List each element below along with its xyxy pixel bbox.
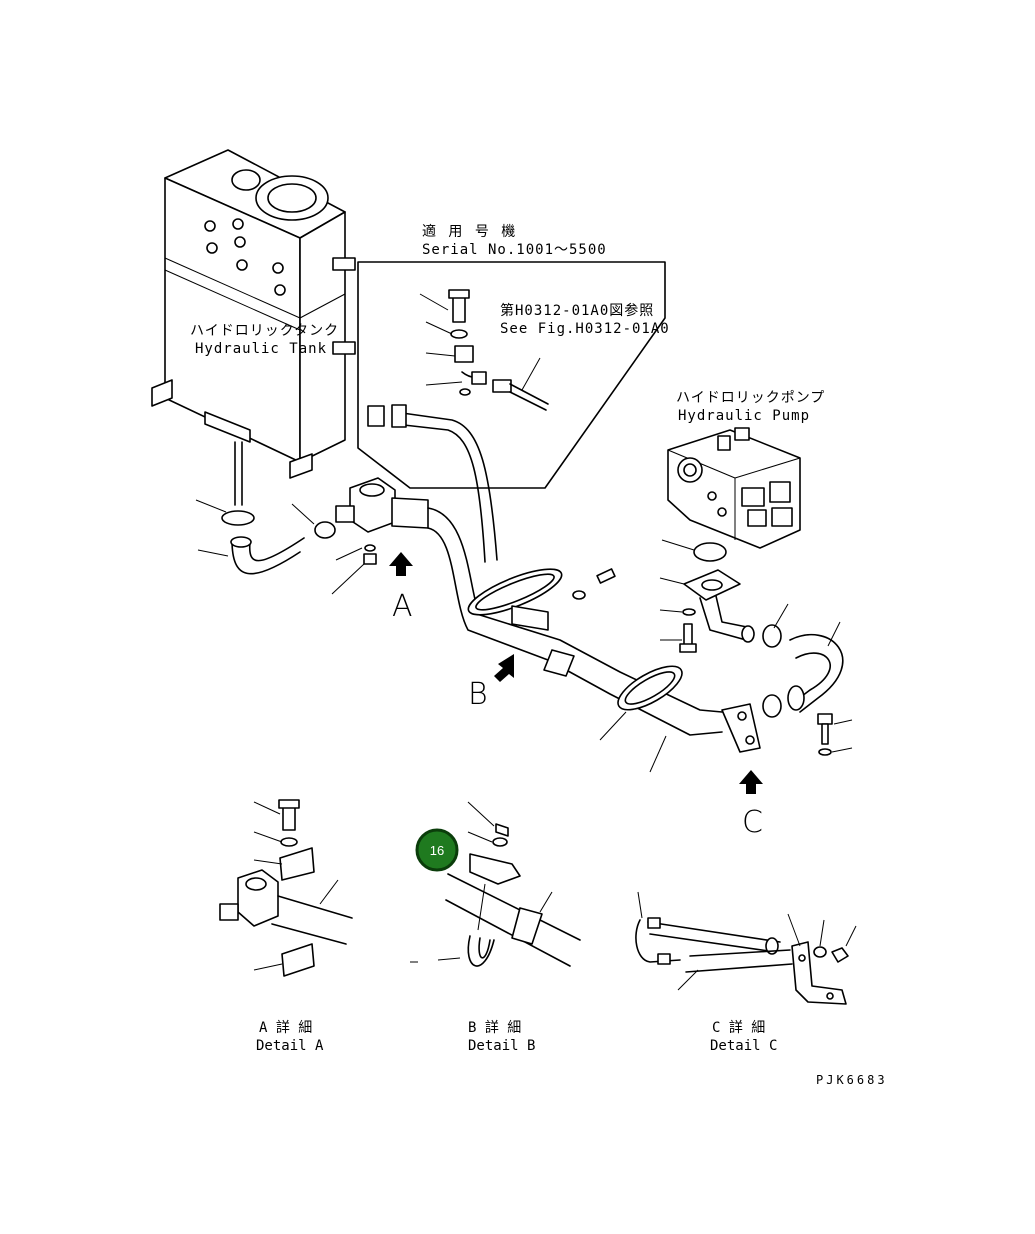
detail-b-label-en: Detail B	[468, 1038, 535, 1054]
detail-c-label-en: Detail C	[710, 1038, 777, 1054]
view-c-letter: C	[742, 805, 763, 840]
view-c-arrow	[739, 770, 763, 794]
pump-label-en: Hydraulic Pump	[678, 408, 810, 424]
view-b-arrow	[494, 654, 514, 682]
reference-label-jp: 第H0312-01A0図参照	[500, 302, 654, 319]
reference-box-parts	[419, 289, 549, 411]
view-a-letter: A	[392, 589, 413, 624]
detail-b-drawing	[410, 801, 581, 967]
drawing-code: PJK6683	[816, 1073, 888, 1087]
callout-16-text[interactable]: 16	[430, 843, 444, 858]
callout-16[interactable]: 16	[415, 828, 459, 872]
detail-c-label-jp: C 詳 細	[712, 1020, 765, 1036]
tank-side-hoses	[195, 499, 377, 595]
hydraulic-pump-drawing	[667, 427, 801, 549]
reference-label-en: See Fig.H0312-01A0	[500, 321, 670, 337]
detail-c-drawing	[635, 891, 857, 1005]
pump-label-jp: ハイドロリックポンプ	[676, 390, 825, 406]
view-a-arrow	[389, 552, 413, 576]
view-b-letter: B	[468, 677, 488, 712]
serial-label-jp: 適 用 号 機	[422, 223, 517, 240]
reference-box-outline	[357, 261, 666, 489]
pump-inlet-parts	[659, 539, 853, 756]
detail-a-label-en: Detail A	[256, 1038, 324, 1054]
tank-label-en: Hydraulic Tank	[195, 341, 327, 357]
hydraulic-tank-drawing	[151, 149, 356, 506]
tank-label-jp: ハイドロリックタンク	[190, 323, 339, 339]
detail-b-label-jp: B 詳 細	[468, 1020, 521, 1036]
serial-label-en: Serial No.1001～5500	[422, 242, 607, 258]
callout-16-circle[interactable]	[415, 828, 459, 872]
detail-a-drawing	[219, 799, 353, 977]
detail-a-label-jp: A 詳 細	[259, 1020, 312, 1036]
suction-pipe-route	[335, 404, 761, 773]
